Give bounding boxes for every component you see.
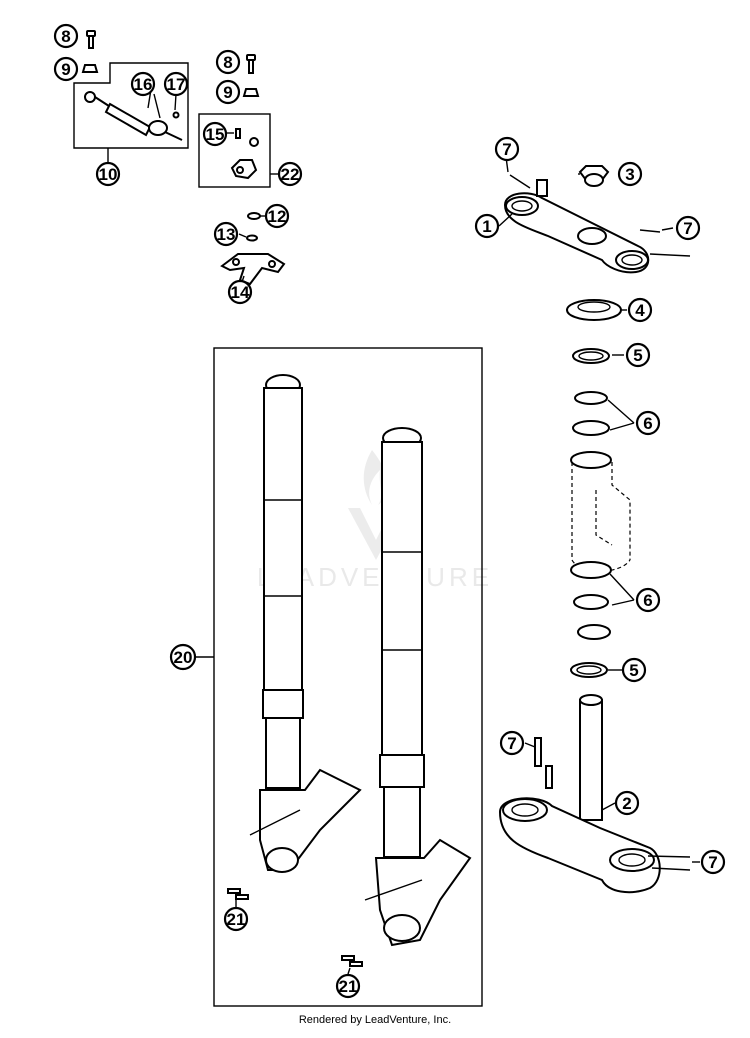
upper-triple-clamp — [503, 174, 691, 274]
callout-8-top: 8 — [53, 23, 79, 49]
steering-head-outline — [571, 462, 631, 572]
fork-group-frame — [213, 347, 483, 1007]
washer-13 — [246, 234, 258, 242]
svg-text:10: 10 — [99, 165, 118, 184]
bolts-21-right — [341, 955, 363, 967]
svg-text:7: 7 — [708, 853, 717, 872]
svg-text:5: 5 — [633, 346, 642, 365]
svg-text:15: 15 — [206, 125, 225, 144]
callout-1: 1 — [474, 213, 500, 239]
svg-text:12: 12 — [268, 207, 287, 226]
clamp-bracket — [230, 128, 259, 180]
callout-17: 17 — [163, 71, 189, 97]
clamp-group-frame — [198, 113, 271, 188]
svg-text:21: 21 — [227, 910, 246, 929]
svg-text:8: 8 — [223, 53, 232, 72]
bolt-8-mid — [246, 54, 256, 74]
svg-text:5: 5 — [629, 661, 638, 680]
callout-2: 2 — [614, 790, 640, 816]
svg-text:9: 9 — [61, 60, 70, 79]
callout-7-lower-right: 7 — [700, 849, 726, 875]
nut-9-top — [81, 64, 99, 73]
callout-7-upper-right: 7 — [675, 215, 701, 241]
svg-text:7: 7 — [683, 219, 692, 238]
callout-9-mid: 9 — [215, 79, 241, 105]
steering-damper-group-frame — [73, 62, 189, 149]
svg-text:2: 2 — [622, 794, 631, 813]
callout-9-top: 9 — [53, 56, 79, 82]
bolt-8-top — [86, 30, 96, 49]
callout-22: 22 — [277, 161, 303, 187]
svg-text:20: 20 — [174, 648, 193, 667]
svg-text:6: 6 — [643, 591, 652, 610]
fork-leg-left — [249, 374, 362, 873]
callout-3: 3 — [617, 161, 643, 187]
bearing-6-set-lower — [570, 561, 612, 640]
steering-damper — [84, 91, 183, 141]
washer-12 — [247, 212, 261, 220]
svg-text:3: 3 — [625, 165, 634, 184]
nut-9-mid — [242, 88, 260, 97]
callout-16: 16 — [130, 71, 156, 97]
dust-cover-4 — [566, 299, 622, 321]
callout-20: 20 — [169, 643, 197, 671]
svg-text:7: 7 — [507, 734, 516, 753]
callout-14: 14 — [227, 279, 253, 305]
callout-7-upper-left: 7 — [494, 136, 520, 162]
svg-text:21: 21 — [339, 977, 358, 996]
svg-text:17: 17 — [167, 75, 186, 94]
lower-triple-clamp — [498, 694, 691, 894]
svg-text:13: 13 — [217, 225, 236, 244]
callout-4: 4 — [627, 297, 653, 323]
leader-lines — [107, 82, 700, 975]
callout-21-right: 21 — [335, 973, 361, 999]
callout-6-upper: 6 — [635, 410, 661, 436]
steering-nut-3 — [578, 165, 610, 187]
bolts-21-left — [227, 888, 249, 900]
callout-10: 10 — [95, 161, 121, 187]
callout-5-lower: 5 — [621, 657, 647, 683]
callout-13: 13 — [213, 221, 239, 247]
fork-leg-right — [364, 427, 472, 947]
callout-8-mid: 8 — [215, 49, 241, 75]
footer-credit: Rendered by LeadVenture, Inc. — [298, 1014, 452, 1026]
svg-text:22: 22 — [281, 165, 300, 184]
callout-21-left: 21 — [223, 906, 249, 932]
svg-text:7: 7 — [502, 140, 511, 159]
svg-text:9: 9 — [223, 83, 232, 102]
svg-text:14: 14 — [231, 283, 250, 302]
svg-text:16: 16 — [134, 75, 153, 94]
callout-7-lower-left: 7 — [499, 730, 525, 756]
callout-5-upper: 5 — [625, 342, 651, 368]
callout-15: 15 — [202, 121, 228, 147]
seal-5-upper — [572, 348, 610, 364]
clamp-plate-14 — [220, 253, 286, 286]
seal-5-lower — [570, 662, 608, 678]
svg-text:6: 6 — [643, 414, 652, 433]
svg-text:4: 4 — [635, 301, 645, 320]
svg-text:8: 8 — [61, 27, 70, 46]
svg-text:1: 1 — [482, 217, 491, 236]
bearing-6-set-upper — [570, 391, 612, 469]
callout-6-lower: 6 — [635, 587, 661, 613]
callout-12: 12 — [264, 203, 290, 229]
